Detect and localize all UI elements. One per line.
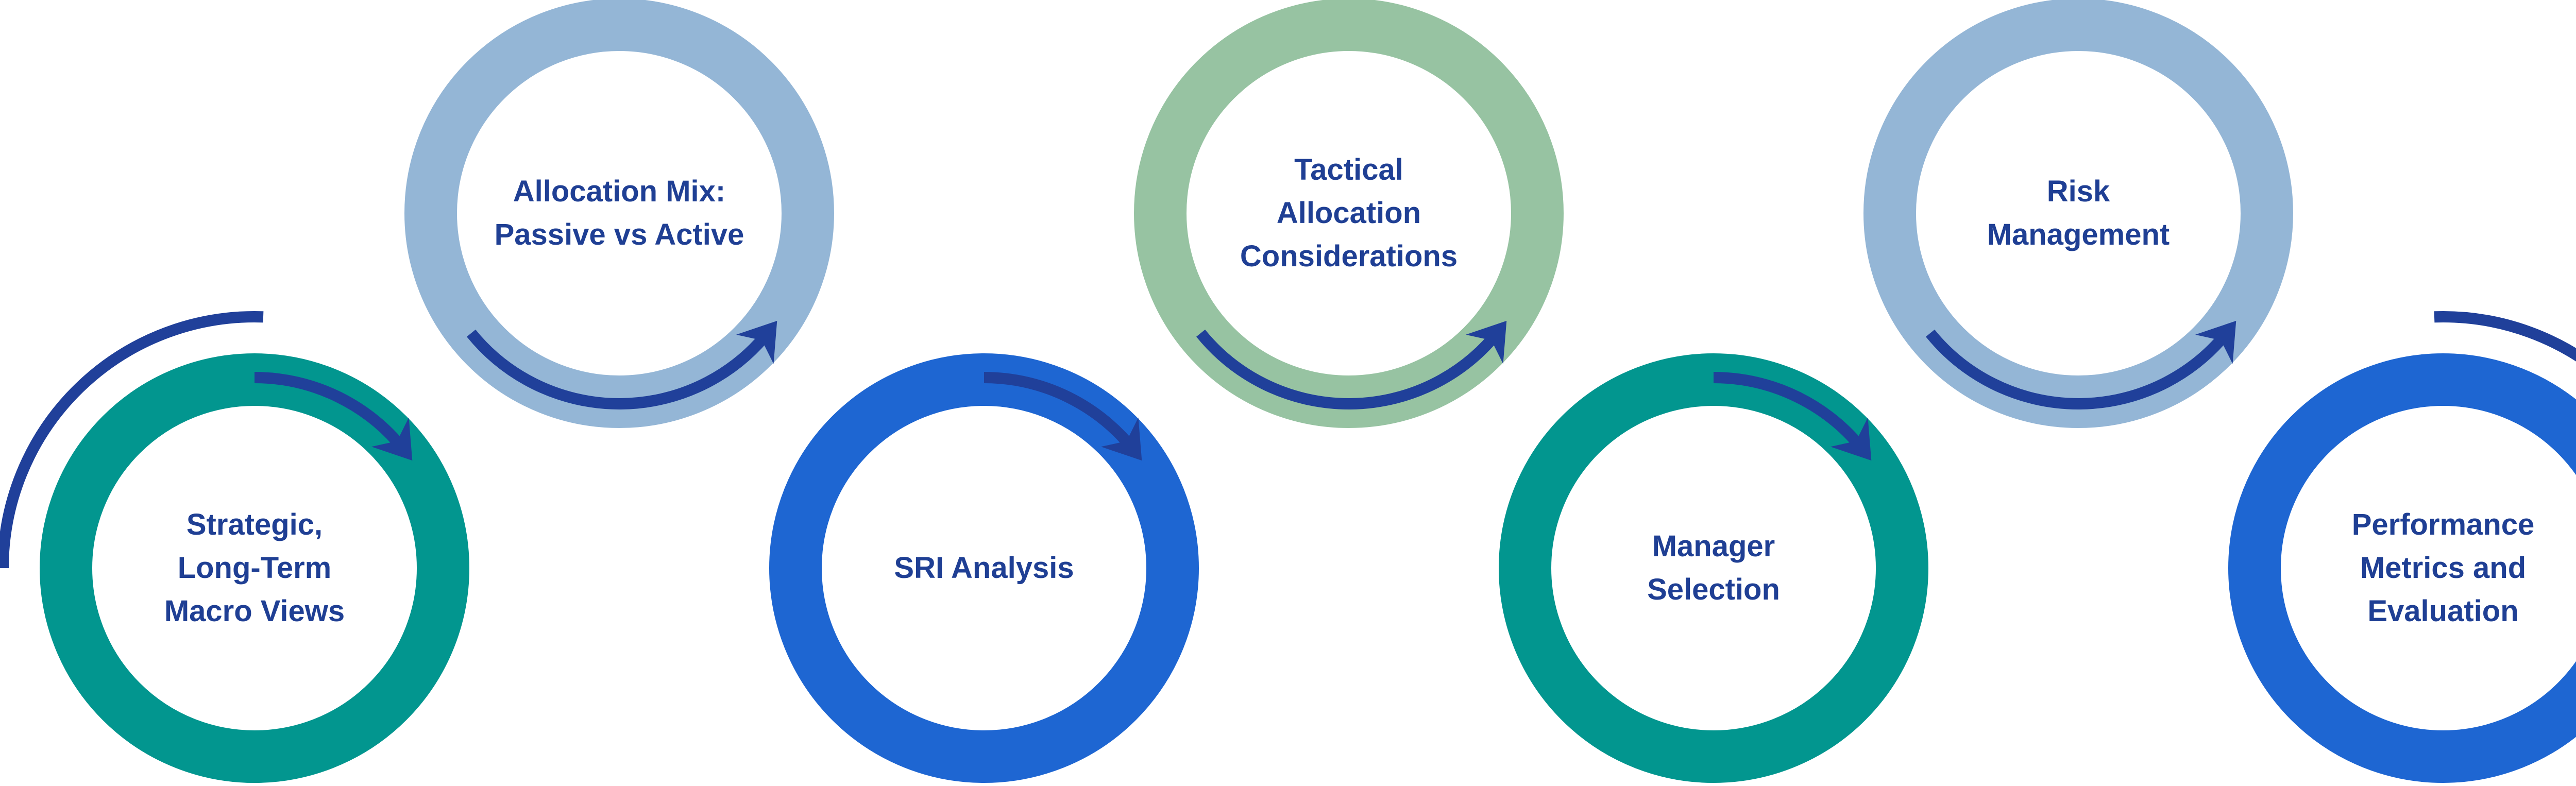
step-ring-manager-selection [1499, 353, 1928, 783]
step-ring-performance-metrics [2228, 353, 2576, 783]
connector-arrowhead-5 [1831, 417, 1872, 461]
connector-arc-5 [1713, 372, 1869, 454]
step-label-sri-analysis: SRI Analysis [894, 551, 1074, 585]
step-ring-strategic-macro-views [40, 353, 469, 783]
step-label-allocation-mix: Allocation Mix: Passive vs Active [494, 175, 744, 251]
connector-arrowhead-1 [371, 417, 413, 461]
step-ring-sri-analysis [769, 353, 1199, 783]
connector-arrows [0, 311, 2576, 569]
step-rings [40, 0, 2576, 783]
connector-arc-1 [254, 372, 410, 454]
step-label-manager-selection: Manager Selection [1647, 529, 1780, 606]
lead-in-arc [0, 311, 264, 569]
step-label-risk-management: Risk Management [1987, 175, 2170, 251]
connector-arrowhead-2 [736, 320, 777, 364]
connector-arrowhead-4 [1466, 320, 1507, 364]
step-label-strategic-macro-views: Strategic, Long-Term Macro Views [164, 508, 345, 628]
connector-arc-4 [1196, 327, 1504, 409]
connector-arrowhead-6 [2195, 320, 2236, 364]
step-label-performance-metrics: Performance Metrics and Evaluation [2351, 508, 2535, 628]
connector-arc-2 [466, 327, 774, 409]
connector-arc-3 [984, 372, 1139, 454]
connector-arrowhead-3 [1101, 417, 1142, 461]
tail-out-arc [2434, 311, 2576, 362]
step-label-tactical-allocation: Tactical Allocation Considerations [1240, 153, 1458, 273]
connector-arc-6 [1925, 327, 2233, 409]
